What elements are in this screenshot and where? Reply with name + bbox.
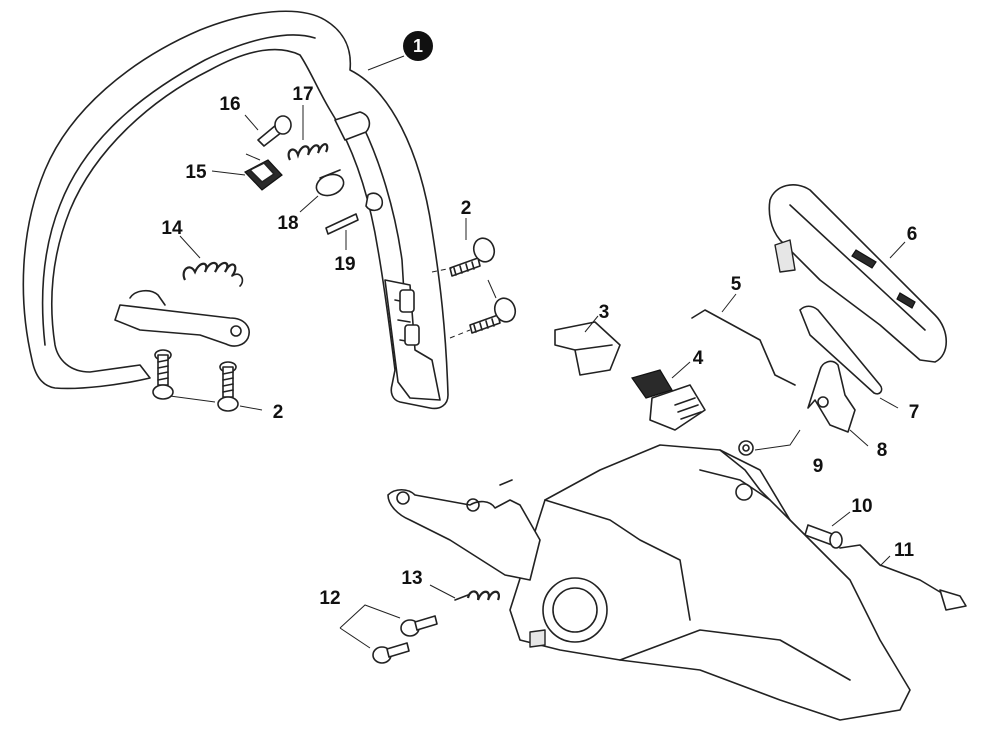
- pin-19: [325, 213, 359, 235]
- callout-13: 13: [401, 568, 422, 589]
- bolt-12b: [372, 642, 410, 664]
- svg-text:1: 1: [413, 36, 423, 56]
- trigger-8: [807, 360, 856, 433]
- svg-text:10: 10: [851, 496, 872, 517]
- callout-4: 4: [671, 348, 704, 379]
- callout-2-lower: 2: [273, 402, 284, 423]
- callout-10: 10: [831, 496, 873, 527]
- svg-text:2: 2: [461, 198, 472, 219]
- svg-text:12: 12: [319, 588, 340, 609]
- svg-text:2: 2: [273, 402, 284, 423]
- svg-text:19: 19: [334, 254, 355, 275]
- rod-5: [691, 309, 796, 386]
- callout-11: 11: [879, 540, 915, 567]
- bolt-middle: [469, 297, 517, 334]
- svg-text:13: 13: [401, 568, 422, 589]
- switch-4: [631, 369, 706, 431]
- callout-19: 19: [334, 230, 356, 275]
- callout-18: 18: [277, 195, 319, 234]
- bolt-lower-right: [217, 361, 239, 412]
- callout-9: 9: [813, 456, 824, 477]
- svg-text:16: 16: [219, 94, 240, 115]
- svg-text:14: 14: [161, 218, 183, 239]
- bolt-upper: [449, 237, 496, 277]
- svg-text:4: 4: [693, 348, 704, 369]
- spring-13: [429, 584, 500, 601]
- svg-text:3: 3: [599, 302, 610, 323]
- svg-text:11: 11: [894, 540, 915, 561]
- callout-2-upper-leader: [487, 279, 497, 299]
- spring-14: [182, 261, 244, 287]
- bracket-3: [554, 321, 621, 376]
- bolt-12a: [400, 615, 438, 637]
- svg-text:18: 18: [277, 213, 298, 234]
- svg-text:6: 6: [907, 224, 918, 245]
- callout-6: 6: [889, 224, 918, 259]
- svg-text:8: 8: [877, 440, 888, 461]
- cap-18: [315, 169, 345, 197]
- svg-text:7: 7: [909, 402, 920, 423]
- svg-text:9: 9: [813, 456, 824, 477]
- engine-housing: [387, 444, 911, 721]
- callout-5: 5: [721, 274, 742, 313]
- handle-cover-6: [768, 184, 948, 363]
- callout-7: 7: [879, 397, 920, 423]
- callout-16: 16: [219, 94, 259, 131]
- clip-15: [244, 159, 283, 191]
- callout-3: 3: [584, 302, 610, 333]
- front-handle: [22, 10, 449, 410]
- callout-2-upper: 2: [461, 198, 472, 240]
- callout-14: 14: [161, 218, 201, 259]
- callout-12: 12: [319, 588, 340, 609]
- cable-11: [839, 544, 967, 611]
- callout-17: 17: [292, 84, 314, 140]
- svg-text:5: 5: [731, 274, 742, 295]
- callout-15: 15: [185, 162, 246, 183]
- callout-1: 1: [367, 31, 433, 71]
- bolt-16: [257, 115, 292, 147]
- spring-17: [287, 143, 329, 161]
- lever-7: [799, 305, 883, 395]
- svg-text:15: 15: [185, 162, 207, 183]
- svg-text:17: 17: [292, 84, 313, 105]
- callout-8: 8: [849, 429, 888, 461]
- pin-10: [804, 524, 843, 549]
- spring-9: [738, 429, 801, 456]
- bolt-lower-left: [152, 349, 174, 400]
